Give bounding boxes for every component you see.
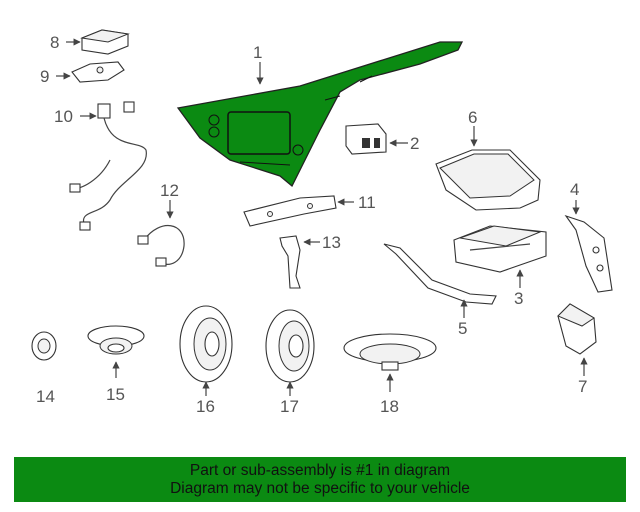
callout-16: 16 bbox=[196, 397, 215, 416]
part-10-wire-harness[interactable] bbox=[69, 101, 147, 231]
parts-diagram: 1 2 3 4 5 6 7 8 bbox=[31, 29, 613, 416]
part-5-bracket[interactable] bbox=[383, 243, 497, 305]
callout-6: 6 bbox=[468, 108, 477, 127]
part-16-speaker[interactable] bbox=[179, 305, 233, 383]
callout-12: 12 bbox=[160, 181, 179, 200]
callout-13: 13 bbox=[322, 233, 341, 252]
part-7-module[interactable] bbox=[557, 303, 597, 355]
callout-1: 1 bbox=[253, 43, 262, 62]
callout-2: 2 bbox=[410, 134, 419, 153]
part-14-tweeter[interactable] bbox=[31, 331, 57, 361]
callout-4: 4 bbox=[570, 180, 579, 199]
callout-8: 8 bbox=[50, 33, 59, 52]
part-1-dash-panel[interactable] bbox=[176, 41, 464, 188]
callout-9: 9 bbox=[40, 67, 49, 86]
banner-line-1: Part or sub-assembly is #1 in diagram bbox=[189, 461, 451, 479]
part-9-bracket[interactable] bbox=[71, 61, 125, 83]
part-17-speaker[interactable] bbox=[265, 309, 315, 383]
part-6-cover[interactable] bbox=[435, 149, 541, 211]
part-3-amplifier[interactable] bbox=[453, 225, 547, 273]
callout-5: 5 bbox=[458, 319, 467, 338]
banner-line-2: Diagram may not be specific to your vehi… bbox=[170, 479, 470, 497]
part-2-switch[interactable] bbox=[345, 123, 387, 155]
callout-18: 18 bbox=[380, 397, 399, 416]
part-11-bracket[interactable] bbox=[243, 195, 337, 227]
part-8-box[interactable] bbox=[80, 29, 130, 55]
part-13-stay[interactable] bbox=[279, 235, 301, 289]
part-12-cable[interactable] bbox=[137, 224, 185, 267]
callout-3: 3 bbox=[514, 289, 523, 308]
callout-10: 10 bbox=[54, 107, 73, 126]
callout-14: 14 bbox=[36, 387, 55, 406]
part-15-speaker[interactable] bbox=[87, 325, 145, 355]
part-4-bracket[interactable] bbox=[564, 214, 613, 293]
info-banner: Part or sub-assembly is #1 in diagram Di… bbox=[14, 457, 626, 502]
callout-15: 15 bbox=[106, 385, 125, 404]
callout-7: 7 bbox=[578, 377, 587, 396]
part-18-woofer[interactable] bbox=[343, 333, 437, 371]
callout-17: 17 bbox=[280, 397, 299, 416]
callout-11: 11 bbox=[358, 193, 376, 212]
